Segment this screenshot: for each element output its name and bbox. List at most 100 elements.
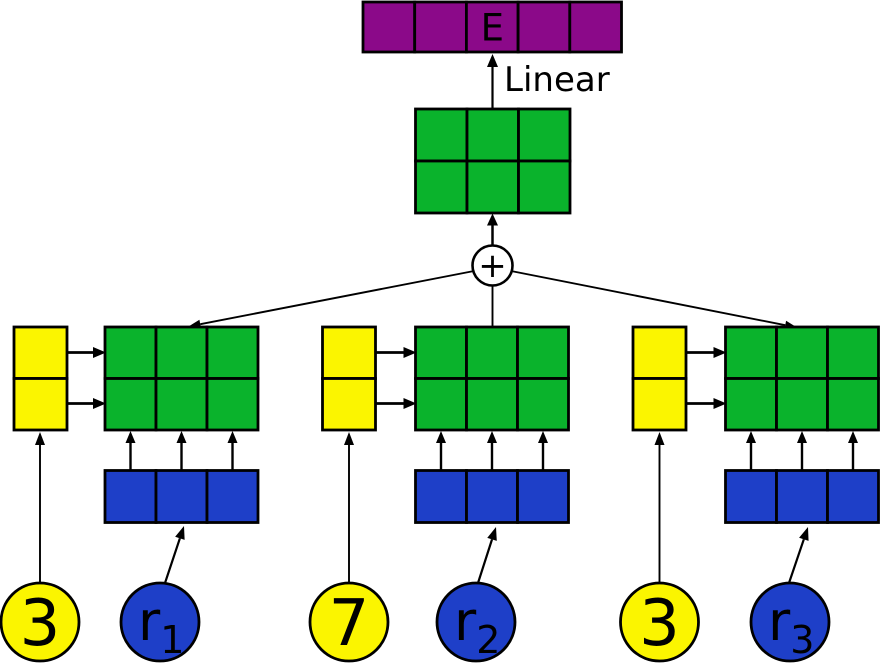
relation-to-bar-arrow-3-head <box>799 527 809 541</box>
message-grid-3-cell <box>775 325 829 380</box>
relation-bar-2-cell <box>516 469 570 524</box>
message-grid-3-cell <box>826 325 880 380</box>
weight-column-3 <box>631 325 688 432</box>
plus-icon: + <box>478 246 507 286</box>
relation-to-bar-arrow-2-head <box>487 527 497 541</box>
relation-node-2 <box>435 581 517 663</box>
bar-to-grid-arrow-1-2-head <box>176 431 187 443</box>
bar-to-grid-arrow-1-3 <box>227 431 238 470</box>
weight-column-1 <box>12 325 69 432</box>
entity-to-column-arrow-3-head <box>654 432 665 445</box>
relation-bar-1-cell <box>154 469 209 524</box>
message-grid-1-cell <box>205 377 260 432</box>
output-embedding-bar-cell <box>361 0 417 54</box>
bar-to-grid-arrow-2-2-head <box>487 431 497 443</box>
aggregated-grid-cell <box>517 107 572 163</box>
bar-to-grid-arrow-3-1-head <box>746 431 756 443</box>
branch-1: 3 r1 <box>0 325 260 663</box>
bar-to-grid-arrow-1-1 <box>125 431 136 470</box>
column-to-grid-arrow-lower-1 <box>67 398 106 409</box>
relation-bar-3-cell <box>775 469 829 524</box>
entity-to-column-arrow-1 <box>35 432 45 584</box>
bar-to-grid-arrow-3-3-head <box>848 431 858 443</box>
weight-column-2-cell <box>321 325 377 380</box>
column-to-grid-arrow-upper-3-head <box>713 347 727 358</box>
column-to-grid-arrow-upper-1-head <box>93 347 106 358</box>
relation-node-1 <box>119 581 201 663</box>
message-grid-3 <box>724 325 880 432</box>
message-grid-1-cell <box>154 377 209 432</box>
sum-node <box>471 244 514 287</box>
column-to-grid-arrow-upper-3 <box>686 347 727 358</box>
relation-bar-2 <box>414 469 570 524</box>
message-grid-3-cell <box>775 377 829 432</box>
column-to-grid-arrow-upper-2 <box>375 347 417 358</box>
message-grid-2-cell <box>414 325 468 380</box>
message-grid-2-cell <box>516 325 570 380</box>
bar-to-grid-arrow-1-2 <box>176 431 187 470</box>
message-grid-2 <box>414 325 570 432</box>
weight-column-2 <box>321 325 377 432</box>
bar-to-grid-arrow-2-3-head <box>538 431 548 443</box>
weight-column-1-cell <box>12 377 69 432</box>
relation-bar-3-cell <box>724 469 778 524</box>
relation-to-bar-arrow-1-head <box>175 526 185 540</box>
relation-bar-1-cell <box>205 469 260 524</box>
relation-to-bar-arrow-3 <box>787 527 809 584</box>
entity-node-2 <box>308 581 390 663</box>
linear-arrow <box>487 54 498 109</box>
relation-bar-2-cell <box>465 469 519 524</box>
output-embedding-bar-cell <box>464 0 520 54</box>
output-embedding-bar-cell <box>516 0 572 54</box>
weight-column-1-cell <box>12 325 69 380</box>
linear-label: Linear <box>504 60 610 100</box>
message-grid-1-cell <box>205 325 260 380</box>
relation-to-bar-arrow-2 <box>476 527 497 584</box>
weight-column-3-cell <box>631 325 688 380</box>
aggregated-grid-cell <box>414 107 469 163</box>
output-embedding-bar-cell <box>568 0 623 54</box>
bar-to-grid-arrow-3-2 <box>797 431 807 470</box>
bar-to-grid-arrow-1-1-head <box>125 431 136 443</box>
relation-label-3: r3 <box>768 590 814 662</box>
relation-label-2: r2 <box>454 590 500 662</box>
relation-bar-1 <box>103 469 260 524</box>
linear-arrow-head <box>487 54 498 67</box>
bar-to-grid-arrow-2-1-head <box>436 431 446 443</box>
column-to-grid-arrow-lower-2 <box>375 398 417 409</box>
relation-bar-2-cell <box>414 469 468 524</box>
entity-label-1: 3 <box>20 587 61 661</box>
column-to-grid-arrow-upper-2-head <box>403 347 417 358</box>
bar-to-grid-arrow-3-3 <box>848 431 858 470</box>
message-grid-3-cell <box>724 377 778 432</box>
bar-to-grid-arrow-2-1 <box>436 431 446 470</box>
weight-column-2-cell <box>321 377 377 432</box>
bar-to-grid-arrow-3-1 <box>746 431 756 470</box>
entity-node-3 <box>619 581 700 663</box>
entity-to-column-arrow-2-head <box>344 432 354 445</box>
bar-to-grid-arrow-1-3-head <box>227 431 238 443</box>
aggregated-grid-cell <box>465 107 520 163</box>
aggregated-grid-cell <box>517 159 572 215</box>
sum-to-grid-arrow <box>487 213 498 246</box>
output-embedding-bar <box>361 0 623 54</box>
output-embedding-bar-cell <box>413 0 468 54</box>
relation-bar-3 <box>724 469 880 524</box>
message-grid-2-cell <box>414 377 468 432</box>
entity-to-column-arrow-1-head <box>35 432 45 445</box>
relation-to-bar-arrow-1 <box>163 526 185 584</box>
relation-label-1: r1 <box>138 590 184 662</box>
aggregated-grid <box>414 107 572 215</box>
entity-to-column-arrow-3 <box>654 432 665 584</box>
entity-to-column-arrow-2 <box>344 432 354 584</box>
message-grid-1 <box>103 325 260 432</box>
message-grid-3-cell <box>724 325 778 380</box>
sum-to-grid-arrow-head <box>487 213 498 226</box>
column-to-grid-arrow-lower-3-head <box>713 398 727 409</box>
relation-bar-1-cell <box>103 469 158 524</box>
aggregated-grid-cell <box>414 159 469 215</box>
column-to-grid-arrow-lower-3 <box>686 398 727 409</box>
column-to-grid-arrow-lower-2-head <box>403 398 417 409</box>
